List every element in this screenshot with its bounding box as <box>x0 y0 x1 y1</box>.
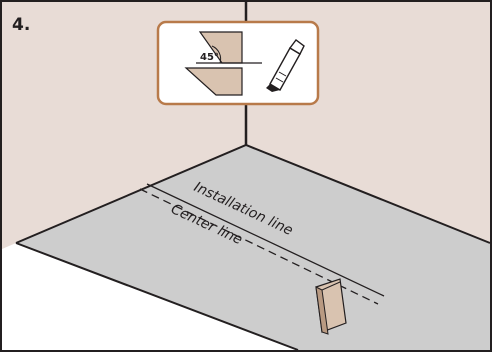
utility-knife-icon <box>266 39 305 92</box>
installation-line <box>146 183 385 297</box>
tile-piece <box>315 278 347 335</box>
center-line <box>139 188 379 305</box>
step-number: 4. <box>12 15 30 35</box>
wall-floor-edge <box>15 143 491 244</box>
cut-detail-inset: 45° <box>156 20 320 106</box>
angle-arc <box>211 45 222 64</box>
angle-label: 45° <box>200 52 219 63</box>
floor-front-edge <box>15 242 299 351</box>
tile-lower-piece <box>184 67 243 96</box>
